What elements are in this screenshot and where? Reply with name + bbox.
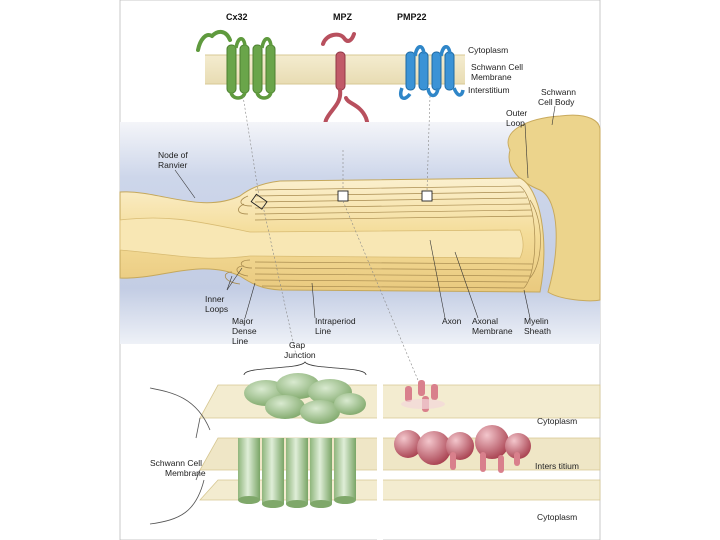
schwann-cell-body-label-2: Cell Body	[538, 97, 575, 107]
node-of-ranvier-label-1: Node of	[158, 150, 188, 160]
gap-junction-label-1: Gap	[289, 340, 305, 350]
axonal-membrane-label-2: Membrane	[472, 326, 513, 336]
gap-junction-label-2: Junction	[284, 350, 316, 360]
major-dense-line-label-2: Dense	[232, 326, 257, 336]
mpz-site-marker	[338, 191, 348, 201]
axon-label: Axon	[442, 316, 462, 326]
myelin-sheath-label-1: Myelin	[524, 316, 549, 326]
mpz-label: MPZ	[333, 12, 353, 22]
inner-loops-label-1: Inner	[205, 294, 225, 304]
cx32-label: Cx32	[226, 12, 248, 22]
intraperiod-line-label-1: Intraperiod	[315, 316, 356, 326]
membrane-schwann-label-1: Schwann Cell	[471, 62, 523, 72]
intraperiod-line-label-2: Line	[315, 326, 331, 336]
junction-cytoplasm-top-label: Cytoplasm	[537, 416, 577, 426]
schwann-cell-body-label-1: Schwann	[541, 87, 576, 97]
major-dense-line-label-3: Line	[232, 336, 248, 346]
myelin-sheath-label-2: Sheath	[524, 326, 551, 336]
inner-loops-label-2: Loops	[205, 304, 228, 314]
junction-schwann-label-2: Membrane	[165, 468, 206, 478]
pmp22-site-marker	[422, 191, 432, 201]
membrane-cytoplasm-label: Cytoplasm	[468, 45, 508, 55]
major-dense-line-label-1: Major	[232, 316, 253, 326]
pmp22-label: PMP22	[397, 12, 427, 22]
outer-loop-label-2: Loop	[506, 118, 525, 128]
junction-interstitium-label: Inters titium	[535, 461, 579, 471]
junction-schwann-label-1: Schwann Cell	[150, 458, 202, 468]
junction-cytoplasm-bottom-label: Cytoplasm	[537, 512, 577, 522]
membrane-interstitium-label: Interstitium	[468, 85, 510, 95]
axonal-membrane-label-1: Axonal	[472, 316, 498, 326]
outer-loop-label-1: Outer	[506, 108, 527, 118]
node-of-ranvier-label-2: Ranvier	[158, 160, 187, 170]
section-divider	[377, 380, 383, 540]
connexon-cluster	[238, 373, 366, 508]
membrane-schwann-label-2: Membrane	[471, 72, 512, 82]
